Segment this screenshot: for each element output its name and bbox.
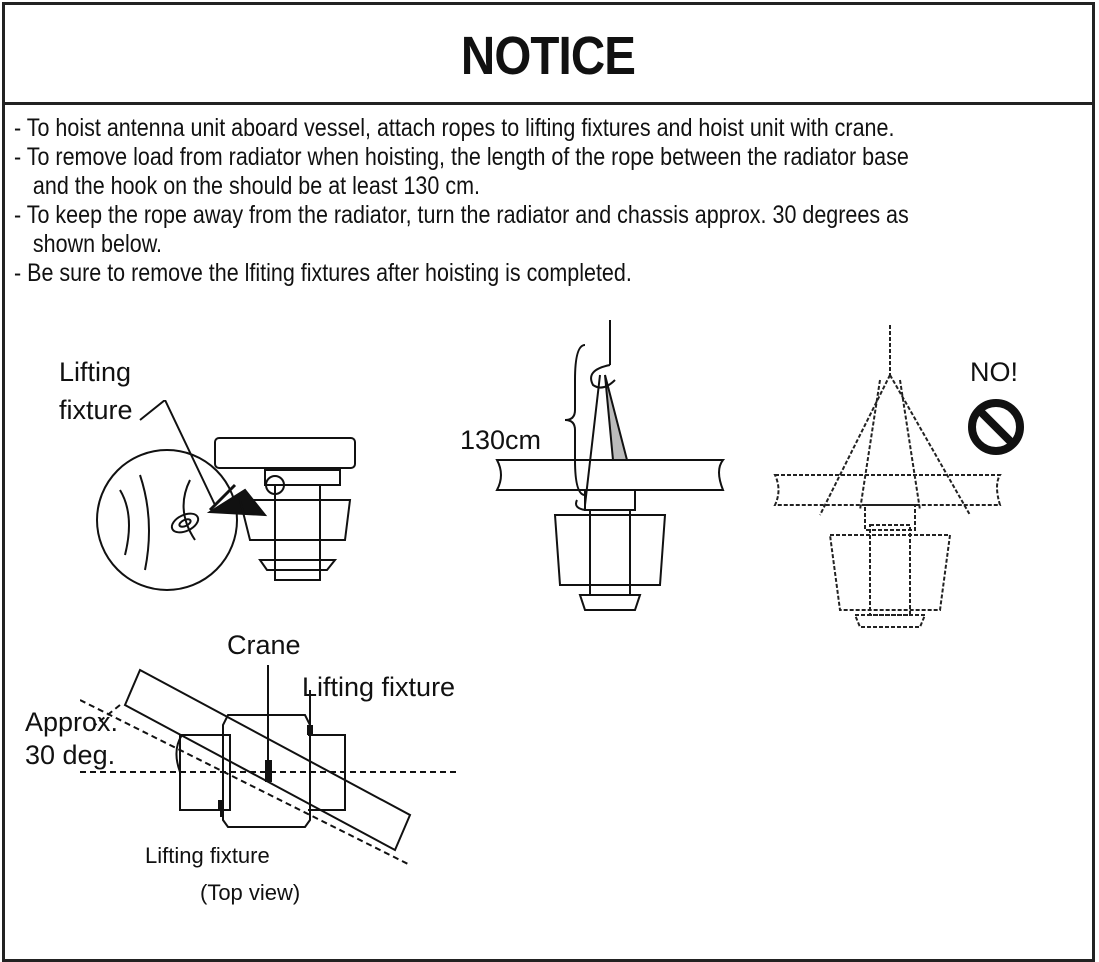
instruction-item: - Be sure to remove the lfiting fixtures… xyxy=(14,259,934,288)
length-brace xyxy=(564,344,586,496)
notice-title: NOTICE xyxy=(461,26,636,86)
lifting-rope xyxy=(584,374,629,506)
antenna-radiator xyxy=(773,474,1002,506)
instruction-line: - To keep the rope away from the radiato… xyxy=(14,201,909,229)
instruction-line: - Be sure to remove the lfiting fixtures… xyxy=(14,259,632,287)
rope-length-label: 130cm xyxy=(460,425,542,455)
antenna-radiator xyxy=(214,437,356,469)
instruction-continuation: and the hook on the should be at least 1… xyxy=(32,172,480,200)
pointer-line xyxy=(139,400,216,506)
prohibited-icon xyxy=(968,399,1024,455)
incorrect-hoisting-figure xyxy=(773,325,1002,628)
lifting-fixture-label: Lifting xyxy=(59,357,132,387)
antenna-radiator xyxy=(123,668,412,852)
crane-label: Crane xyxy=(227,630,301,660)
angle-label: Approx. xyxy=(25,707,119,737)
instruction-line: - To hoist antenna unit aboard vessel, a… xyxy=(14,114,895,142)
lifting-fixture-label: fixture xyxy=(59,395,133,425)
instruction-continuation: shown below. xyxy=(32,230,163,258)
warning-text: NO! xyxy=(970,357,1019,387)
instruction-item: - To remove load from radiator when hois… xyxy=(14,143,934,201)
crane-marker[interactable] xyxy=(265,760,272,782)
angle-arc xyxy=(175,734,183,773)
lifting-fixture-detail-figure xyxy=(96,437,356,591)
instruction-item: - To hoist antenna unit aboard vessel, a… xyxy=(14,114,934,143)
notice-instructions: - To hoist antenna unit aboard vessel, a… xyxy=(14,114,934,288)
lifting-fixture-bottom-label: Lifting fixture xyxy=(145,843,270,868)
correct-hoisting-figure xyxy=(495,320,726,611)
title-band: NOTICE xyxy=(5,5,1092,105)
top-view-diagram xyxy=(80,665,458,866)
detail-magnifier-circle xyxy=(96,449,238,591)
instruction-item: - To keep the rope away from the radiato… xyxy=(14,201,934,259)
angle-label: 30 deg. xyxy=(25,740,116,770)
lifting-fixture-top-label: Lifting fixture xyxy=(302,672,456,702)
antenna-radiator xyxy=(495,459,726,491)
top-view-caption: (Top view) xyxy=(200,880,301,905)
instruction-line: - To remove load from radiator when hois… xyxy=(14,143,909,171)
